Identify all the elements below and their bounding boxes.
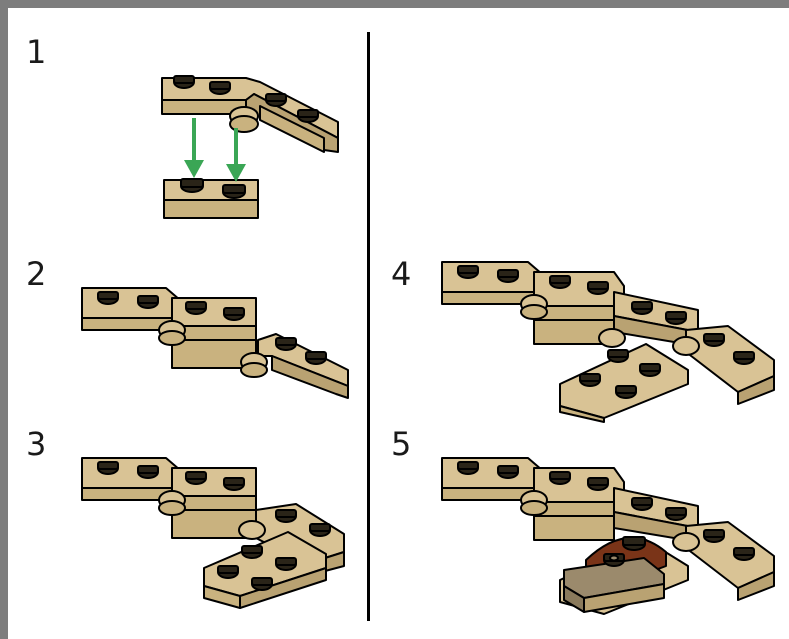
stud <box>174 76 194 88</box>
step-number-5: 5 <box>391 428 411 460</box>
instruction-page: 1 2 3 4 5 <box>8 8 789 639</box>
step-4-illustration <box>438 252 778 422</box>
step-number-1: 1 <box>26 36 46 68</box>
step-number-2: 2 <box>26 258 46 290</box>
step-5-illustration <box>438 448 778 618</box>
step-2-illustration <box>76 278 356 398</box>
step-1-illustration <box>148 60 358 230</box>
step-3-illustration <box>76 448 356 608</box>
step-number-3: 3 <box>26 428 46 460</box>
step-number-4: 4 <box>391 258 411 290</box>
column-divider <box>367 32 370 621</box>
